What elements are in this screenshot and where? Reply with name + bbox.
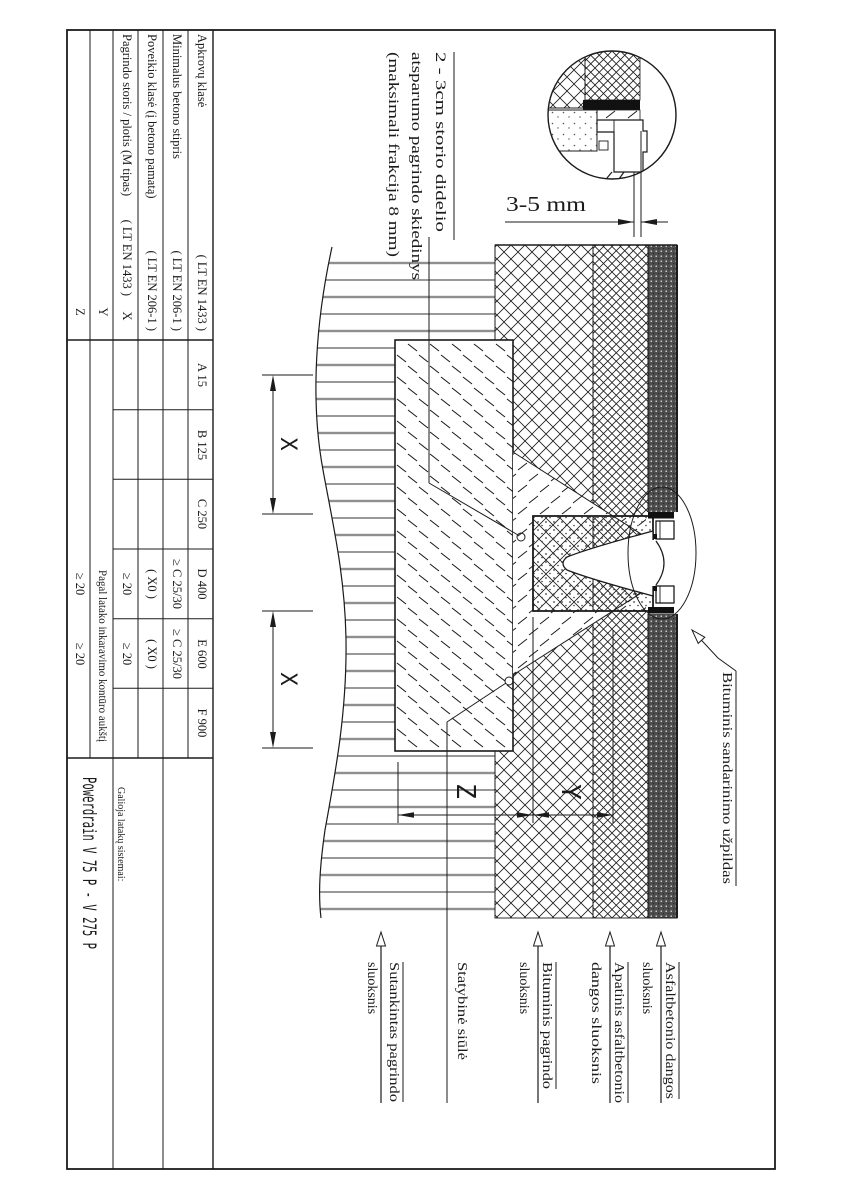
dimension-x-lower [262, 610, 313, 749]
detail-rail-anchor [598, 140, 609, 151]
row-exposure-class-standard: ( LT EN 206-1 ) [145, 250, 159, 331]
exposure-e600: ( X0 ) [145, 639, 159, 669]
channel-slot [652, 540, 678, 586]
dim-x-upper-label: X [275, 437, 300, 451]
bitumen-seal-bottom [648, 607, 674, 614]
seal-label: Bituminis sandarinimo užpildas [719, 672, 734, 884]
construction-joint-leader [446, 676, 514, 1103]
seal-annotation: Bituminis sandarinimo užpildas [690, 628, 737, 886]
dim-z-label: Z [450, 783, 480, 799]
concrete-foundation [394, 339, 514, 752]
label-subbase-line2: sluoksnis [364, 962, 379, 1014]
mortar-note-line1: 2 - 3cm storio didelio [432, 52, 448, 232]
mortar-note-leader [428, 237, 526, 542]
label-lower-asphalt-line2: dangos sluoksnis [588, 962, 603, 1084]
dim-y-label: Y [555, 784, 585, 800]
mortar-note-line3: (maksimali frakcija 8 mm) [385, 52, 401, 257]
footer-valid-for-label: Galioja latakų sistemai: [115, 787, 126, 881]
label-asphalt-surface-line2: sluoksnis [639, 962, 654, 1014]
label-lower-asphalt: Apatinis asfaltbetonio dangos sluoksnis [588, 930, 629, 1103]
edge-rail-bottom [655, 585, 675, 604]
x-val-e600: ≥ 20 [120, 643, 134, 666]
detail-channel-body [548, 109, 598, 152]
edge-rail-top [655, 520, 675, 540]
load-class-f900: F 900 [195, 709, 209, 738]
mortar-note-line2: atsparumo pagrindo skiedinys [408, 52, 424, 280]
label-asphalt-surface: Asfaltbetonio dangos sluoksnis [639, 930, 680, 1103]
load-class-d400: D 400 [195, 569, 209, 600]
detail-asphalt-courses [584, 51, 641, 101]
subbase-break-line [315, 246, 347, 919]
label-bituminous-base: Bituminis pagrindo sluoksnis [516, 930, 557, 1103]
dimension-z [397, 762, 533, 823]
seal-leader-arrow [690, 628, 706, 645]
detail-bitumen-seal [583, 100, 640, 110]
detail-mortar-strip [596, 109, 641, 121]
x-val-d400: ≥ 20 [120, 573, 134, 596]
dimensions: X X Z Y [262, 374, 614, 823]
dimension-x-upper [262, 374, 313, 515]
strength-d400: ≥ C 25/30 [170, 559, 184, 609]
label-asphalt-surface-line1: Asfaltbetonio dangos [662, 962, 677, 1099]
row-dim-x-key: X [120, 311, 134, 320]
spec-table: Apkrovų klasė Minimalus betono stipris P… [67, 30, 214, 1169]
row-load-class-label: Apkrovų klasė [195, 34, 209, 108]
gap-dimension [505, 131, 668, 237]
gap-dimension-label: 3-5 mm [506, 192, 586, 216]
slot-throat-curve [655, 540, 665, 586]
exposure-d400: ( X0 ) [145, 569, 159, 599]
detail-channel-wall-1 [591, 171, 613, 179]
bedding-mortar-region [513, 452, 652, 675]
row-concrete-strength-label: Minimalus betono stipris [170, 34, 184, 159]
detail-circle-outline [547, 50, 677, 180]
row-base-thickness-standard: ( LT EN 1433 ) [120, 220, 134, 296]
label-construction-joint: Statybinė siūlė [454, 962, 469, 1060]
row-exposure-class-label: Poveikio klasė (į betono pamatą) [145, 34, 159, 199]
row-dim-z-key: Z [73, 308, 87, 316]
mortar-note: 2 - 3cm storio didelio atsparumo pagrind… [385, 52, 526, 542]
detail-reference-ellipse [627, 486, 697, 620]
label-bituminous-base-line1: Bituminis pagrindo [539, 962, 554, 1089]
z-val-e600: ≥ 20 [73, 643, 87, 666]
load-class-a15: A 15 [195, 363, 209, 387]
label-subbase: Sutankintas pagrindo sluoksnis [364, 930, 404, 1103]
main-cross-section [315, 244, 697, 919]
edge-rail-bottom-anchor [653, 586, 657, 591]
bitumen-seal-top [648, 512, 674, 519]
row-concrete-strength-standard: ( LT EN 206-1 ) [170, 250, 184, 331]
compacted-subbase-region [315, 247, 495, 918]
footer-system-name: Powerdrain V 75 P - V 275 P [78, 777, 100, 949]
label-bituminous-base-line2: sluoksnis [516, 962, 531, 1014]
label-subbase-line1: Sutankintas pagrindo [386, 962, 401, 1102]
edge-rail-top-anchor [653, 534, 657, 539]
row-dim-y-key: Y [96, 307, 110, 316]
table-grid [67, 30, 214, 1169]
z-val-d400: ≥ 20 [73, 573, 87, 596]
strength-e600: ≥ C 25/30 [170, 629, 184, 679]
row-load-class-standard: ( LT EN 1433 ) [195, 255, 209, 331]
detail-channel-wall-2 [603, 171, 625, 179]
load-class-b125: B 125 [195, 430, 209, 460]
dimension-y [532, 617, 614, 823]
y-row-note: Pagal latako inkaravimo kontūro aukštį [96, 570, 108, 742]
dim-x-lower-label: X [275, 672, 300, 686]
load-class-cells: A 15 B 125 C 250 D 400 E 600 F 900 ≥ C 2… [73, 363, 209, 742]
label-lower-asphalt-line1: Apatinis asfaltbetonio [611, 962, 626, 1103]
load-class-c250: C 250 [195, 499, 209, 529]
load-class-e600: E 600 [195, 639, 209, 669]
detail-edge-rail [596, 119, 648, 173]
row-base-thickness-label: Pagrindo storis / plotis (M tipas) [120, 34, 134, 196]
layer-labels: Sutankintas pagrindo sluoksnis Statybinė… [364, 930, 680, 1103]
